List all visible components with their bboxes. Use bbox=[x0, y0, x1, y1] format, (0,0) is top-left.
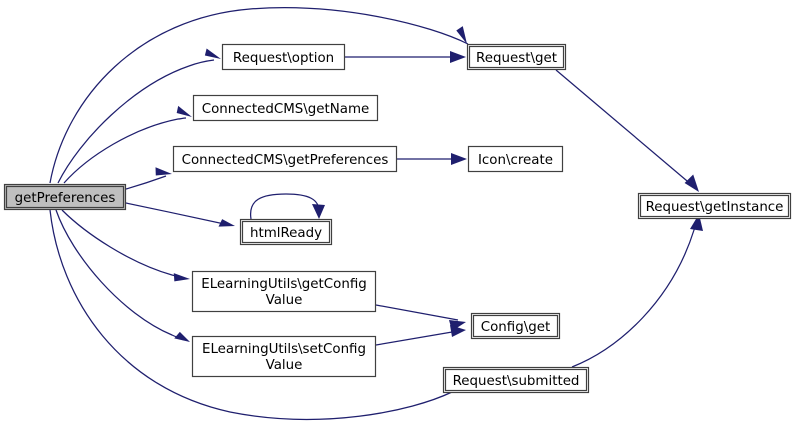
node-icon-create-label: Icon\create bbox=[478, 153, 553, 168]
node-htmlready-label: htmlReady bbox=[250, 226, 322, 241]
edge-requestsubmitted-to-requestgetinstance bbox=[571, 214, 703, 368]
node-config-get-label: Config\get bbox=[481, 320, 550, 335]
edge-htmlready-self-loop bbox=[249, 193, 325, 220]
edge-requestoption-to-requestget bbox=[345, 51, 466, 63]
node-connectedcms-getpreferences[interactable]: ConnectedCMS\getPreferences bbox=[172, 145, 398, 173]
node-request-get-label: Request\get bbox=[476, 51, 557, 66]
node-connectedcms-getname-label: ConnectedCMS\getName bbox=[202, 102, 370, 117]
node-request-submitted[interactable]: Request\submitted bbox=[442, 366, 590, 394]
node-elearningutils-setconfigvalue-label-line2: Value bbox=[266, 358, 303, 373]
node-htmlready[interactable]: htmlReady bbox=[239, 218, 333, 246]
node-config-get[interactable]: Config\get bbox=[470, 312, 561, 340]
node-elearningutils-getconfigvalue-label-line2: Value bbox=[266, 293, 303, 308]
node-elearningutils-getconfigvalue-label-line1: ELearningUtils\getConfig bbox=[201, 277, 367, 292]
node-request-option-label: Request\option bbox=[233, 51, 334, 66]
edge-connectedcmsgetpreferences-to-iconcreate bbox=[397, 153, 467, 165]
node-request-getinstance[interactable]: Request\getInstance bbox=[637, 192, 792, 220]
node-request-option[interactable]: Request\option bbox=[221, 43, 346, 71]
edge-getpreferences-to-connectedcmsgetname bbox=[63, 105, 192, 184]
edge-elearningsetconfigvalue-to-configget bbox=[375, 325, 466, 346]
edge-getpreferences-to-htmlready bbox=[125, 202, 235, 227]
edge-getpreferences-to-connectedcmsgetpreferences bbox=[125, 167, 172, 190]
edge-getpreferences-to-elearninggetconfigvalue bbox=[61, 209, 190, 282]
node-request-submitted-label: Request\submitted bbox=[453, 374, 580, 389]
node-elearningutils-setconfigvalue[interactable]: ELearningUtils\setConfig Value bbox=[191, 335, 377, 378]
edge-getpreferences-to-elearningsetconfigvalue bbox=[55, 209, 190, 342]
node-icon-create[interactable]: Icon\create bbox=[467, 145, 564, 173]
edge-getpreferences-to-requestget bbox=[49, 7, 469, 184]
node-request-get[interactable]: Request\get bbox=[466, 43, 567, 71]
node-layer: getPreferences Request\option Request\ge… bbox=[3, 43, 792, 394]
node-connectedcms-getname[interactable]: ConnectedCMS\getName bbox=[192, 94, 379, 122]
edge-requestget-to-requestgetinstance bbox=[555, 69, 699, 192]
edge-layer bbox=[49, 7, 703, 420]
node-elearningutils-getconfigvalue[interactable]: ELearningUtils\getConfig Value bbox=[191, 270, 377, 313]
node-getpreferences[interactable]: getPreferences bbox=[3, 183, 127, 211]
node-getpreferences-label: getPreferences bbox=[15, 191, 116, 206]
node-connectedcms-getpreferences-label: ConnectedCMS\getPreferences bbox=[182, 153, 389, 168]
node-elearningutils-setconfigvalue-label-line1: ELearningUtils\setConfig bbox=[202, 342, 366, 357]
node-request-getinstance-label: Request\getInstance bbox=[646, 200, 784, 215]
edge-getpreferences-to-requestoption bbox=[57, 48, 221, 184]
